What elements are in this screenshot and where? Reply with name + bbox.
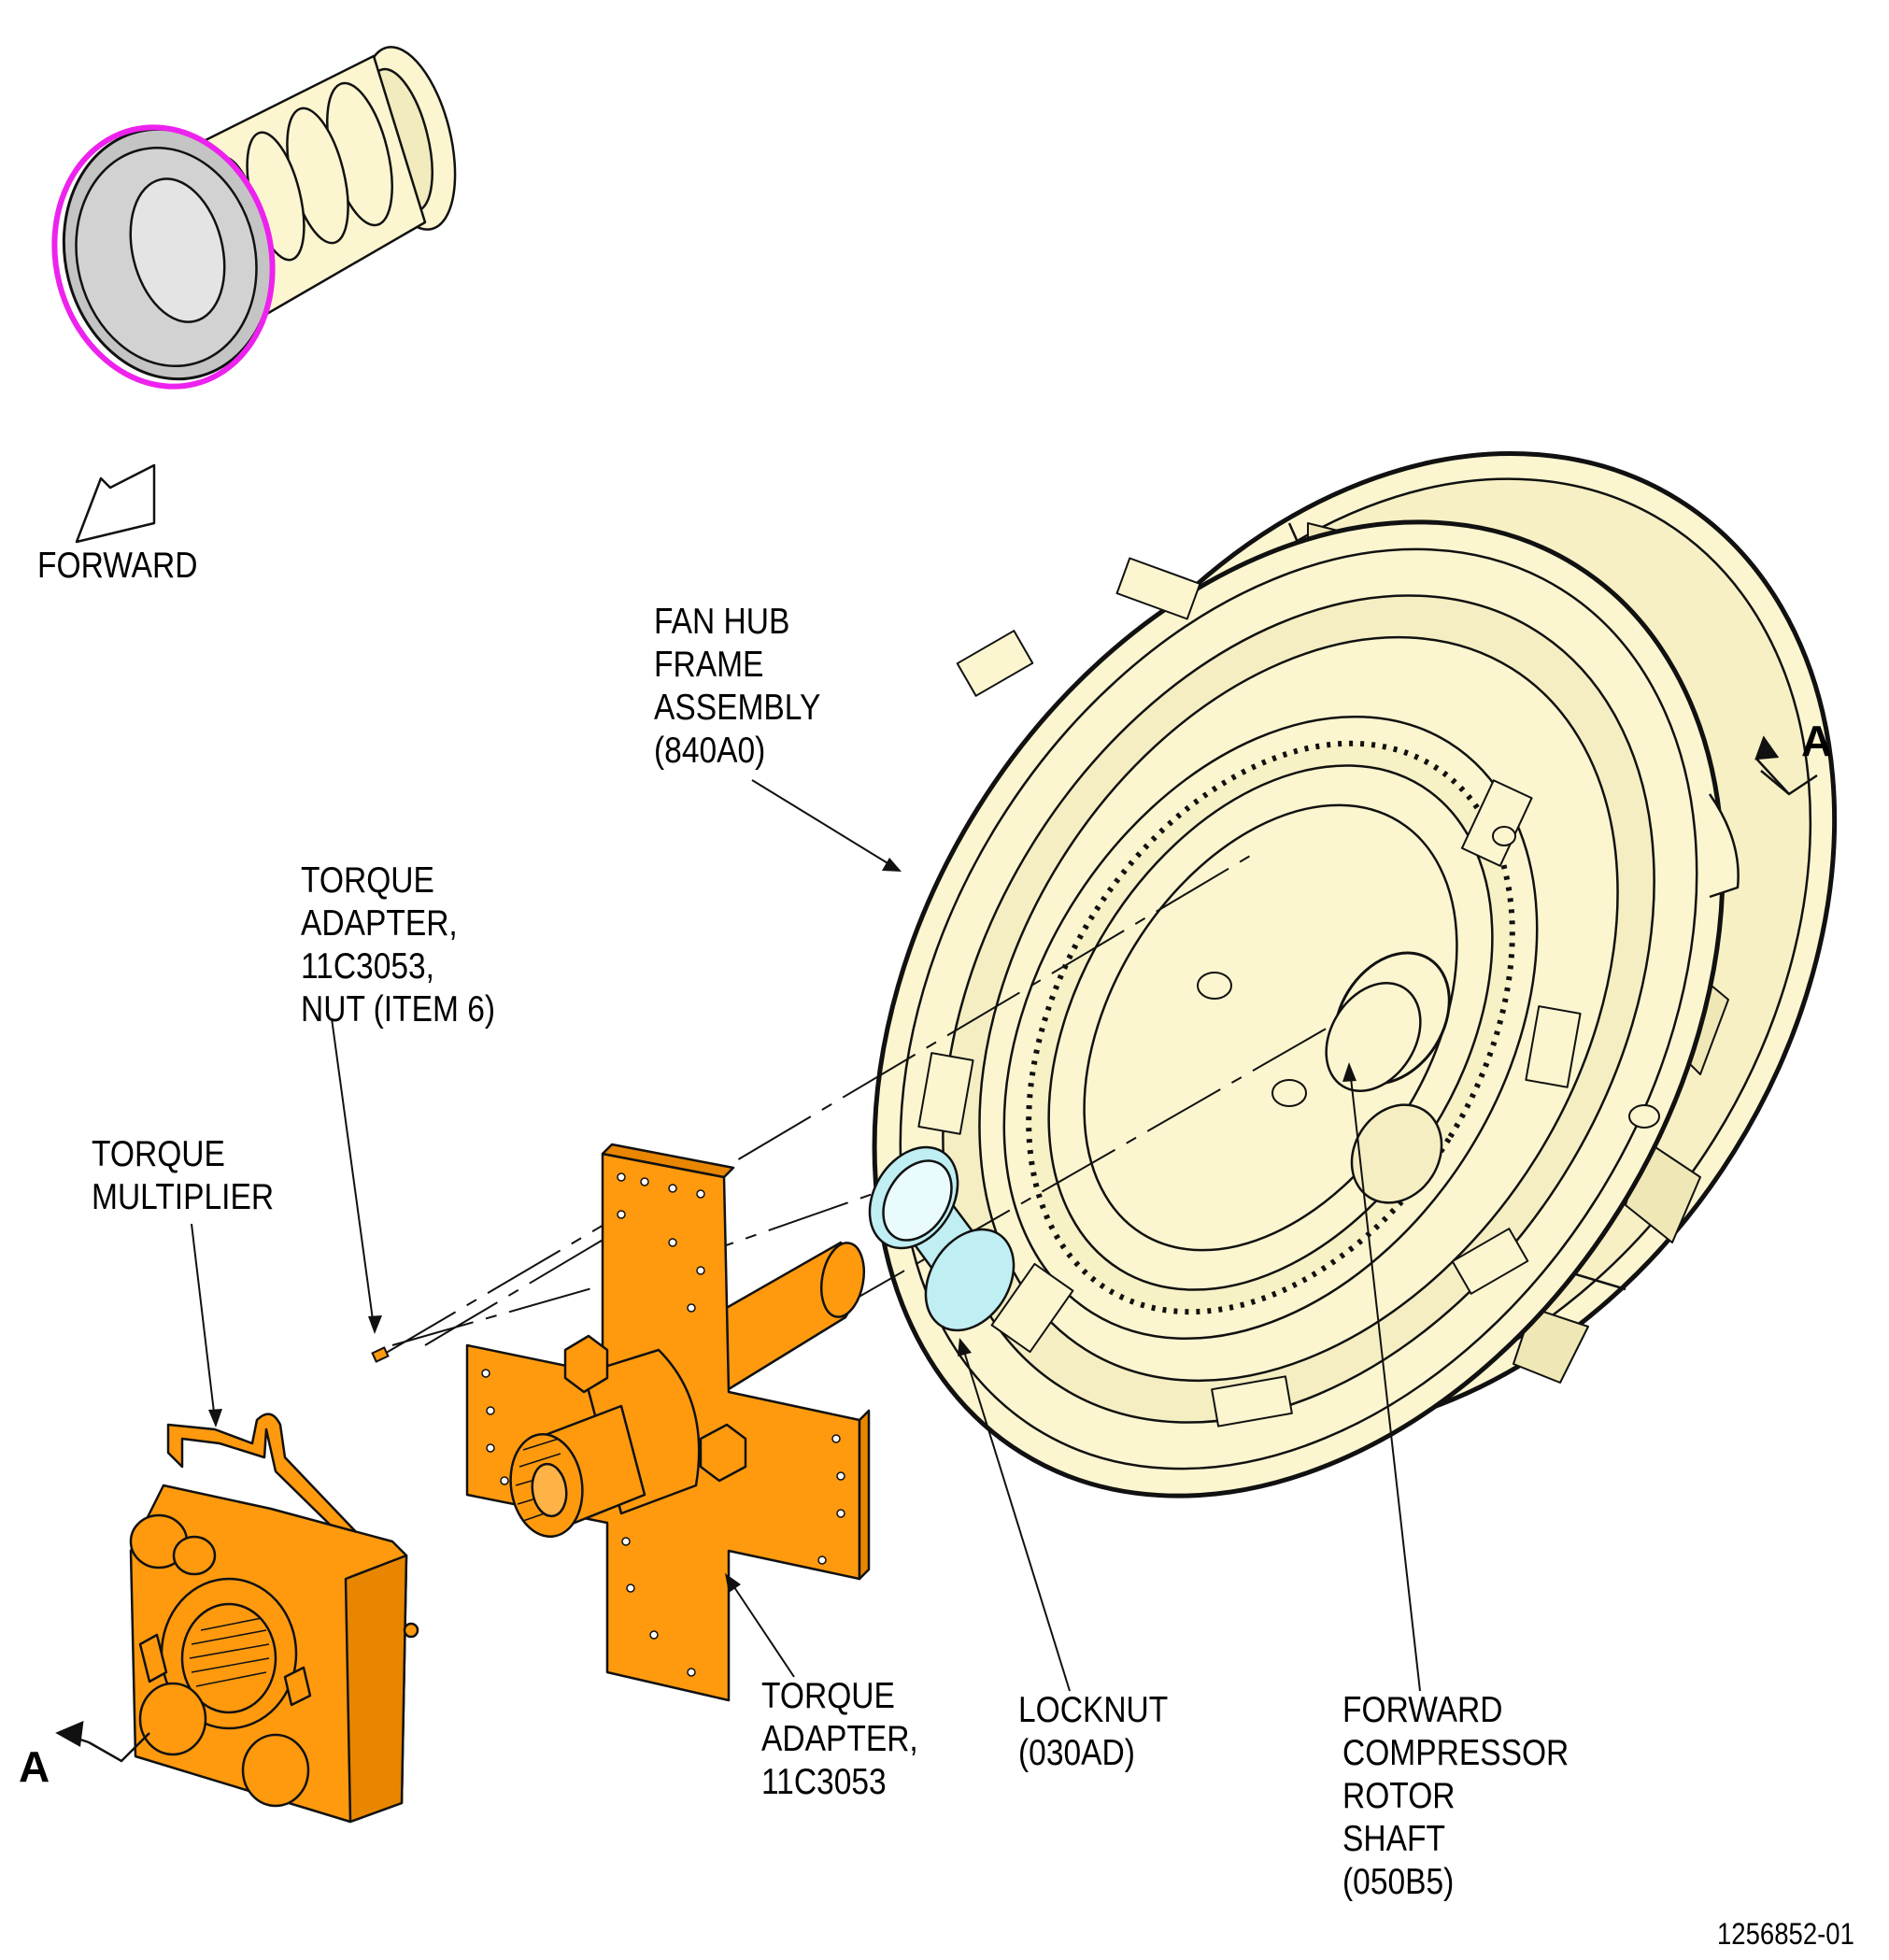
torque-adapter-nut-label: TORQUE ADAPTER, 11C3053, NUT (ITEM 6): [301, 859, 495, 1031]
label-line: COMPRESSOR: [1342, 1733, 1569, 1773]
label-line: ADAPTER,: [761, 1719, 918, 1759]
label-line: TORQUE: [301, 860, 434, 901]
label-line: ROTOR: [1342, 1776, 1456, 1816]
forward-label: FORWARD: [37, 545, 197, 588]
label-line: LOCKNUT: [1018, 1690, 1169, 1730]
highlighted-flange: [51, 124, 276, 390]
fan-hub-frame-assembly: [872, 451, 1838, 1498]
torque-multiplier: [129, 1413, 419, 1824]
forward-arrow-icon: [75, 463, 156, 544]
locknut-label: LOCKNUT (030AD): [1018, 1689, 1168, 1775]
label-line: 11C3053: [761, 1762, 887, 1802]
section-a-label-left: A: [19, 1745, 50, 1788]
fan-hub-frame-assembly-label: FAN HUB FRAME ASSEMBLY (840A0): [654, 601, 820, 773]
label-line: (030AD): [1018, 1733, 1135, 1773]
label-line: TORQUE: [761, 1676, 895, 1716]
leader-arrowheads: [208, 858, 1356, 1593]
label-line: ADAPTER,: [301, 903, 458, 944]
label-line: (050B5): [1342, 1862, 1455, 1902]
section-letter: A: [1801, 717, 1833, 765]
nut-item-6: [371, 1346, 390, 1363]
label-line: FORWARD: [1342, 1690, 1503, 1730]
label-line: MULTIPLIER: [92, 1177, 275, 1217]
locknut: [868, 1145, 1016, 1332]
section-a-label-right: A: [1801, 719, 1832, 762]
torque-adapter-11c3053: [465, 1143, 871, 1702]
label-line: ASSEMBLY: [654, 688, 821, 728]
figure-number: 1256852-01: [1717, 1917, 1854, 1951]
leader-lines: [191, 779, 1421, 1692]
label-line: NUT (ITEM 6): [301, 989, 496, 1030]
label-line: FRAME: [654, 645, 764, 685]
section-a-arrow-left-icon: [55, 1721, 150, 1763]
section-a-arrow-right-icon: [1754, 735, 1818, 796]
torque-adapter-label: TORQUE ADAPTER, 11C3053: [761, 1675, 918, 1804]
torque-multiplier-label: TORQUE MULTIPLIER: [92, 1133, 274, 1219]
label-line: FAN HUB: [654, 602, 790, 642]
figure-number-text: 1256852-01: [1717, 1917, 1854, 1951]
label-line: (840A0): [654, 731, 766, 771]
label-line: SHAFT: [1342, 1819, 1445, 1859]
section-letter: A: [19, 1742, 50, 1791]
nut-centerline: [382, 1214, 622, 1356]
label-line: TORQUE: [92, 1134, 225, 1174]
label-line: 11C3053,: [301, 946, 434, 987]
forward-text: FORWARD: [37, 546, 198, 586]
forward-compressor-rotor-shaft-label: FORWARD COMPRESSOR ROTOR SHAFT (050B5): [1342, 1689, 1569, 1904]
